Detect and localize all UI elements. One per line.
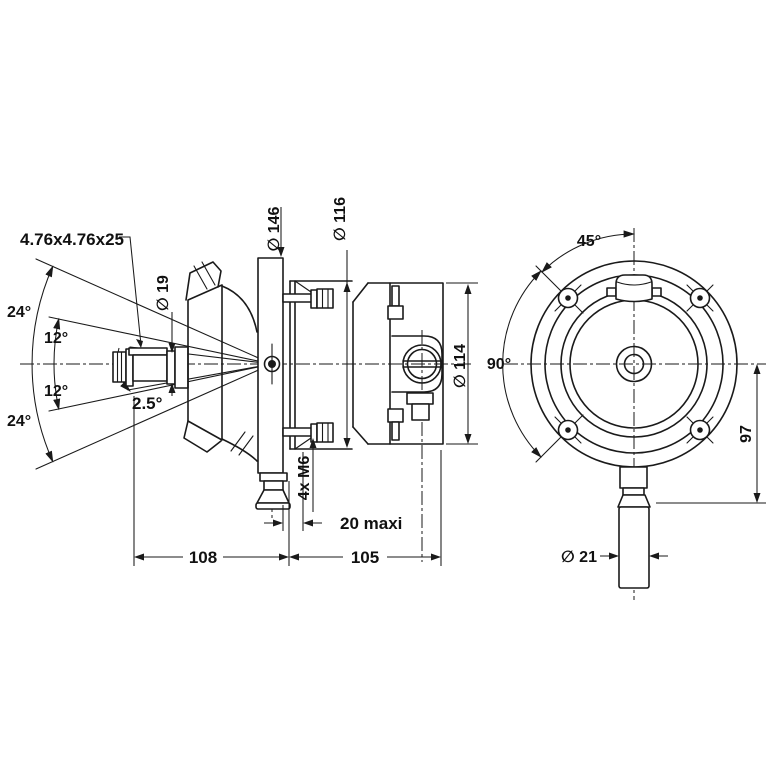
- mounting-boss: [289, 280, 353, 450]
- port-slot: [402, 360, 442, 368]
- shaft-key: [128, 347, 168, 356]
- port-outer: [402, 344, 442, 384]
- stem: [617, 466, 651, 589]
- angle-45-label: 45°: [577, 233, 601, 250]
- stud-top: [282, 293, 315, 303]
- body-screw-nut-bottom: [387, 408, 404, 423]
- body-screw-top: [391, 285, 400, 307]
- body-screw-nut-top: [387, 305, 404, 320]
- height-97-label: 97: [738, 425, 755, 443]
- clamp-studs: [282, 288, 334, 443]
- shaft-collar: [174, 346, 189, 389]
- hub-inner: [623, 353, 645, 375]
- hub-outer: [615, 345, 653, 383]
- port-inner: [406, 348, 438, 380]
- drain-step-1: [406, 392, 434, 405]
- shaft-body: [132, 354, 168, 382]
- bell-top-tab: [185, 261, 222, 301]
- side-view: 4.76x4.76x25 24° 12° 12° 24° 2.5° ∅ 19 ∅…: [7, 197, 478, 567]
- stud-nut-bottom: [316, 422, 334, 443]
- mounting-flange-plate: [257, 257, 284, 474]
- dome-arc-bottom: [221, 438, 258, 462]
- dia-flange-label: ∅ 146: [266, 206, 283, 251]
- stem-ring: [622, 487, 645, 496]
- angle-90-label: 90°: [487, 356, 511, 373]
- angle-24-top-label: 24°: [7, 304, 31, 321]
- shaft-nut: [112, 351, 127, 383]
- angle-24-bottom-label: 24°: [7, 413, 31, 430]
- dimensions-front: [502, 230, 766, 560]
- cap-tab-left: [606, 287, 617, 297]
- dia-body-label: ∅ 114: [452, 344, 469, 388]
- panel-max-label: 20 maxi: [340, 514, 402, 533]
- stem-block: [619, 466, 648, 489]
- bell-housing: [183, 261, 258, 462]
- dia-shaft-label: ∅ 19: [155, 275, 172, 311]
- studs-label: 4x M6: [296, 456, 313, 501]
- break-marks-top: [193, 261, 216, 290]
- bell-bottom-tab: [183, 420, 222, 453]
- port-boss: [391, 335, 443, 393]
- dimensions-side: [133, 207, 478, 566]
- dia-stem-label: ∅ 21: [561, 549, 597, 566]
- shaft-step: [166, 350, 176, 385]
- dome-arc-top: [221, 285, 258, 333]
- shaft-assembly: [112, 346, 189, 389]
- stem-tube: [618, 506, 650, 589]
- filler-cap: [606, 274, 662, 303]
- stud-nut-top: [316, 288, 334, 309]
- angle-tilt-label: 2.5°: [132, 394, 163, 413]
- body-screw-bottom: [391, 421, 400, 441]
- bleed-fitting: [255, 472, 291, 510]
- bell-cone: [187, 284, 223, 441]
- angle-12-top-label: 12°: [44, 330, 68, 347]
- bolt-holes: [535, 265, 714, 463]
- len-front-label: 108: [189, 548, 217, 567]
- stud-washer-top: [310, 289, 318, 309]
- pump-body: [352, 282, 444, 445]
- angle-12-bottom-label: 12°: [44, 383, 68, 400]
- front-view: 45° 90° 97 ∅ 21: [487, 228, 766, 600]
- drain-step-2: [411, 403, 430, 421]
- cap-tab-right: [651, 287, 662, 297]
- dia-boss-label: ∅ 116: [332, 197, 349, 241]
- key-leader: [119, 236, 143, 348]
- len-rear-label: 105: [351, 548, 379, 567]
- break-marks-bottom: [230, 431, 254, 456]
- hose-port: [391, 335, 443, 421]
- stud-bottom: [282, 427, 315, 437]
- stud-washer-bottom: [310, 423, 318, 443]
- stem-flare: [617, 494, 651, 508]
- key-spec-label: 4.76x4.76x25: [20, 230, 124, 249]
